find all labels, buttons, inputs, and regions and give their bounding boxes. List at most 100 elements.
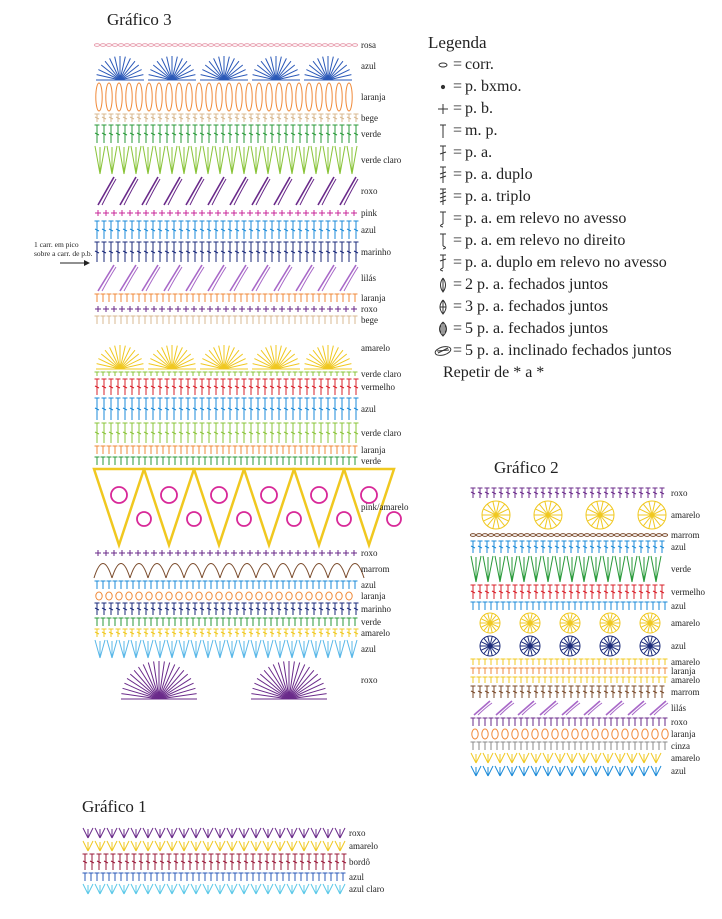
chart3-row-label: vermelho <box>361 382 395 392</box>
legend-item-text: p. a. duplo <box>465 166 533 183</box>
repeat-note: Repetir de * a * <box>443 364 545 381</box>
chart-2-title: Gráfico 2 <box>494 458 559 477</box>
legend-equals: = <box>453 254 463 271</box>
chart2-row-label: amarelo <box>671 753 700 763</box>
slip-stitch-icon <box>440 85 446 90</box>
legend-item: =p. a. duplo em relevo no avesso <box>434 252 667 274</box>
chart3-row-9 <box>94 220 359 239</box>
chart3-row-label: marinho <box>361 247 391 257</box>
chart3-row-label: amarelo <box>361 628 390 638</box>
chart1-row-2 <box>82 840 346 852</box>
legend-equals: = <box>453 122 463 139</box>
legend-item-text: p. bxmo. <box>465 78 522 95</box>
chart3-row-8 <box>95 210 357 216</box>
chart3-row-label: roxo <box>361 304 378 314</box>
chart2-row-label: marrom <box>671 687 700 697</box>
chart1-row-label: roxo <box>349 828 366 838</box>
chart3-row-29 <box>94 628 359 637</box>
chart-3-annotation: 1 carr. em pico sobre a carr. de p.b. <box>34 240 93 258</box>
legend-item-text: 5 p. a. inclinado fechados juntos <box>465 342 672 359</box>
chart2-row-label: azul <box>671 766 686 776</box>
chart3-row-label: verde claro <box>361 369 402 379</box>
chart3-row-label: marrom <box>361 564 390 574</box>
single-crochet-icon <box>438 104 448 115</box>
chart3-row-label: azul <box>361 644 376 654</box>
chart3-row-7 <box>97 176 359 206</box>
chart3-row-1 <box>93 43 359 47</box>
legend-item: =p. a. <box>434 142 492 164</box>
chart3-row-label: verde <box>361 129 381 139</box>
chart3-row-18 <box>94 397 359 420</box>
chart3-row-27 <box>94 602 359 615</box>
legend-item-text: p. a. triplo <box>465 188 531 205</box>
chart1-row-5 <box>82 883 346 895</box>
chart3-row-11 <box>97 264 359 292</box>
legend-equals: = <box>453 276 463 293</box>
chart3-row-26 <box>95 591 353 601</box>
chart3-row-30 <box>94 639 358 659</box>
chart3-row-label: pink <box>361 208 378 218</box>
legend-equals: = <box>453 320 463 337</box>
chart2-row-label: verde <box>671 564 691 574</box>
chart3-row-2 <box>96 56 352 81</box>
chart3-row-16 <box>94 371 358 376</box>
chart3-row-label: azul <box>361 225 376 235</box>
chart2-row-10 <box>470 658 668 665</box>
chart3-row-3 <box>95 82 353 112</box>
legend-item-text: corr. <box>465 56 494 73</box>
legend-equals: = <box>453 298 463 315</box>
chart2-row-label: vermelho <box>671 587 705 597</box>
chart3-row-label: lilás <box>361 273 376 283</box>
chart1-row-label: bordô <box>349 857 370 867</box>
legend-item-text: m. p. <box>465 122 498 139</box>
legend-item-text: p. a. em relevo no direito <box>465 232 626 249</box>
chart2-row-18 <box>470 752 662 764</box>
chart3-row-label: pink/amarelo <box>361 502 409 512</box>
chart2-row-12 <box>470 676 668 683</box>
front-post-icon <box>440 233 446 250</box>
chart1-row-label: azul claro <box>349 884 385 894</box>
chart3-row-13 <box>95 306 357 312</box>
chart2-row-label: lilás <box>671 703 686 713</box>
legend-item: =p. a. triplo <box>434 186 531 208</box>
double-treble-icon <box>439 188 447 206</box>
chart2-row-label: azul <box>671 601 686 611</box>
legend-equals: = <box>453 188 463 205</box>
chart2-row-label: amarelo <box>671 675 700 685</box>
legend-item: =p. a. em relevo no direito <box>434 230 625 252</box>
chart-1-title: Gráfico 1 <box>82 797 147 816</box>
chart3-row-19 <box>94 422 359 443</box>
chart3-row-14 <box>94 315 358 324</box>
chart3-row-label: laranja <box>361 445 386 455</box>
chart2-row-label: laranja <box>671 729 696 739</box>
chart3-row-23 <box>95 550 357 556</box>
chart3-row-label: roxo <box>361 675 378 685</box>
chart3-row-label: roxo <box>361 548 378 558</box>
chart2-row-4 <box>470 540 665 553</box>
legend-item-text: p. a. em relevo no avesso <box>465 210 627 227</box>
chart3-row-label: laranja <box>361 591 386 601</box>
chart1-row-label: amarelo <box>349 841 378 851</box>
chart2-row-3 <box>469 533 669 537</box>
legend-item-text: p. b. <box>465 100 494 117</box>
chart3-row-25 <box>94 580 358 589</box>
legend-item: =3 p. a. fechados juntos <box>434 296 608 318</box>
chart3-row-label: verde <box>361 617 381 627</box>
chart2-row-7 <box>470 601 668 610</box>
chart2-row-label: cinza <box>671 741 690 751</box>
chart3-row-22 <box>92 467 402 550</box>
chart2-row-17 <box>470 741 668 750</box>
chain-icon <box>438 62 448 68</box>
half-double-crochet-icon <box>440 124 446 139</box>
chart1-row-label: azul <box>349 872 364 882</box>
chart3-row-label: azul <box>361 404 376 414</box>
five-together-icon <box>439 321 447 338</box>
chart3-row-label: laranja <box>361 92 386 102</box>
legend-item: =p. a. em relevo no avesso <box>434 208 626 230</box>
legend-equals: = <box>453 144 463 161</box>
chart3-row-label: azul <box>361 580 376 590</box>
chart3-row-24 <box>93 563 365 579</box>
double-crochet-icon <box>439 145 447 162</box>
chart2-row-11 <box>470 667 668 674</box>
chart3-row-label: azul <box>361 61 376 71</box>
